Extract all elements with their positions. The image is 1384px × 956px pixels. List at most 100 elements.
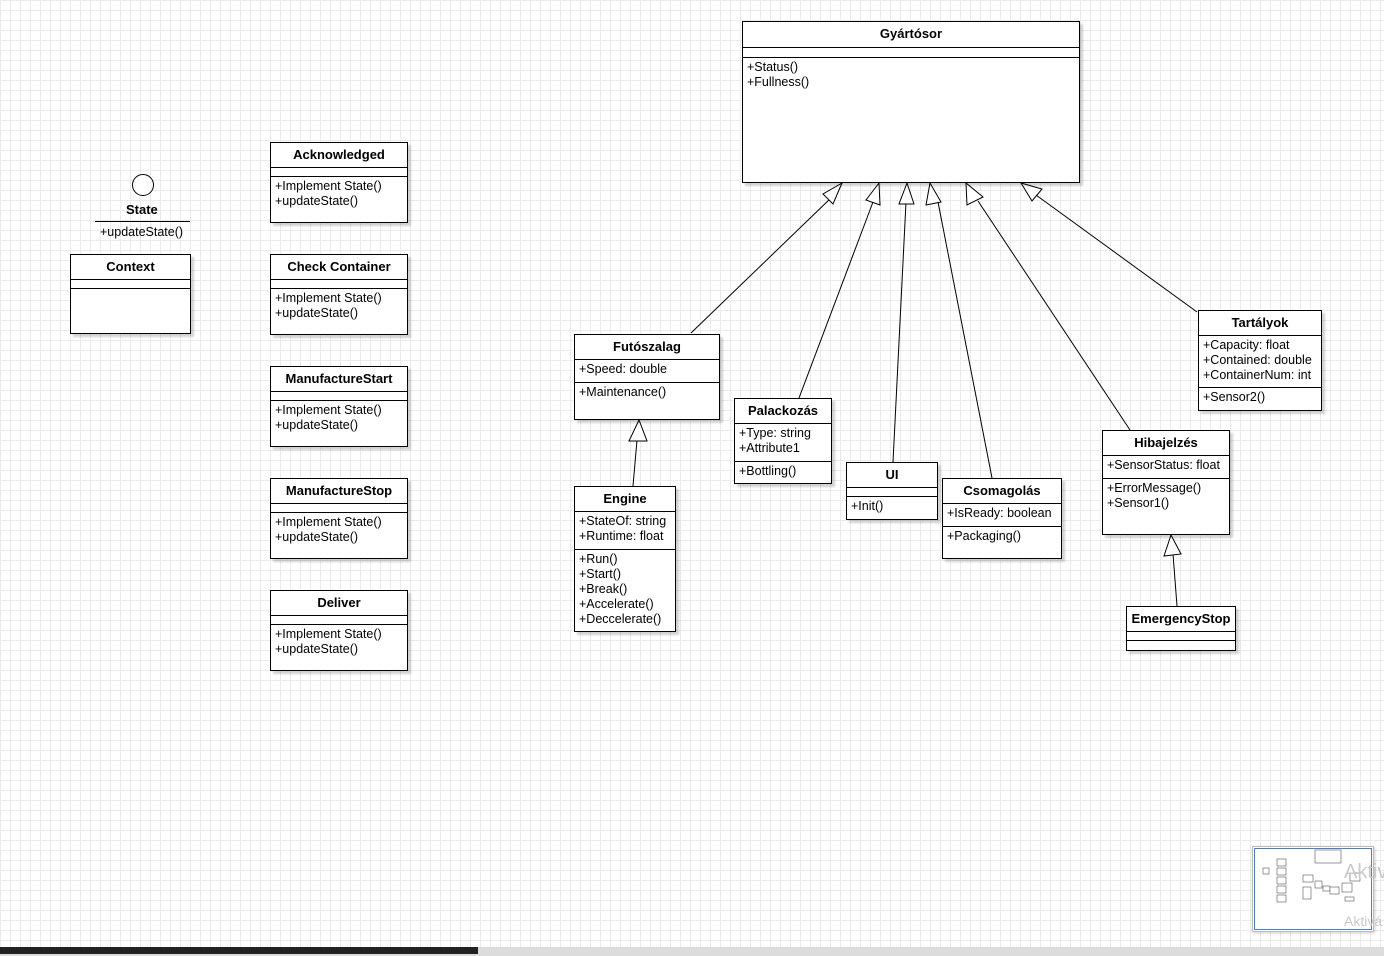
class-manufacture-start[interactable]: ManufactureStart +Implement State() +upd… (270, 366, 408, 447)
operation: +updateState() (275, 194, 359, 208)
inheritance-arrowhead-icon (898, 181, 915, 205)
attributes-compartment (271, 616, 407, 625)
attributes-compartment: +SensorStatus: float (1103, 456, 1229, 479)
operation: +Implement State() (275, 291, 382, 305)
operations-compartment: +Implement State() +updateState() (271, 513, 407, 547)
operation: +Run() (579, 552, 618, 566)
state-interface-operation: +updateState() (100, 225, 184, 239)
class-futoszalag[interactable]: Futószalag +Speed: double +Maintenance() (574, 334, 720, 420)
operation: +updateState() (275, 530, 359, 544)
operation: +Implement State() (275, 179, 382, 193)
inheritance-line-futoszalag[interactable] (690, 196, 833, 334)
operation: +ErrorMessage() (1107, 481, 1202, 495)
operation: +Init() (851, 499, 884, 513)
state-interface-name: State (126, 202, 158, 217)
class-engine[interactable]: Engine +StateOf: string +Runtime: float … (574, 486, 676, 632)
operation: +Packaging() (947, 529, 1021, 543)
activation-watermark-line1: Aktiv (1344, 861, 1384, 883)
operations-compartment: +Status() +Fullness() (743, 58, 1079, 92)
class-name: UI (847, 463, 937, 488)
class-palackozas[interactable]: Palackozás +Type: string +Attribute1 +Bo… (734, 398, 832, 484)
operations-compartment: +ErrorMessage() +Sensor1() (1103, 479, 1229, 513)
attribute: +Contained: double (1203, 353, 1312, 367)
operation: +Accelerate() (579, 597, 654, 611)
operations-compartment (1127, 641, 1235, 650)
inheritance-line-palackozas[interactable] (798, 201, 874, 399)
outline-minimap[interactable] (1252, 846, 1374, 932)
attributes-compartment (271, 280, 407, 289)
class-gyartosor[interactable]: Gyártósor +Status() +Fullness() (742, 21, 1080, 183)
attributes-compartment (71, 280, 190, 289)
operations-compartment: +Bottling() (735, 462, 831, 481)
class-name: Palackozás (735, 399, 831, 424)
inheritance-arrowhead-icon (628, 418, 648, 442)
class-name: Acknowledged (271, 143, 407, 168)
operation: +Sensor1() (1107, 496, 1170, 510)
inheritance-arrowhead-icon (925, 181, 942, 206)
class-name: Check Container (271, 255, 407, 280)
attribute: +Type: string (739, 426, 811, 440)
class-csomagolas[interactable]: Csomagolás +IsReady: boolean +Packaging(… (942, 478, 1062, 559)
class-manufacture-stop[interactable]: ManufactureStop +Implement State() +upda… (270, 478, 408, 559)
inheritance-line-ui[interactable] (892, 201, 907, 463)
class-acknowledged[interactable]: Acknowledged +Implement State() +updateS… (270, 142, 408, 223)
inheritance-arrowhead-icon (965, 181, 984, 206)
operations-compartment: +Init() (847, 497, 937, 516)
class-hibajelzes[interactable]: Hibajelzés +SensorStatus: float +ErrorMe… (1102, 430, 1230, 535)
class-context[interactable]: Context (70, 254, 191, 334)
class-name: Hibajelzés (1103, 431, 1229, 456)
operation: +Maintenance() (579, 385, 667, 399)
attribute: +SensorStatus: float (1107, 458, 1220, 472)
class-name: ManufactureStart (271, 367, 407, 392)
operation: +updateState() (275, 306, 359, 320)
operation: +Implement State() (275, 403, 382, 417)
inheritance-line-hibajelzes[interactable] (977, 200, 1131, 431)
attribute: +Speed: double (579, 362, 667, 376)
minimap-preview (1262, 849, 1361, 903)
operation: +Sensor2() (1203, 390, 1266, 404)
class-tartalyok[interactable]: Tartályok +Capacity: float +Contained: d… (1198, 310, 1322, 411)
operations-compartment: +Implement State() +updateState() (271, 289, 407, 323)
class-ui[interactable]: UI +Init() (846, 462, 938, 520)
horizontal-scrollbar-thumb[interactable] (0, 947, 478, 954)
operations-compartment: +Sensor2() (1199, 388, 1321, 407)
inheritance-line-emergency-stop[interactable] (1172, 553, 1178, 607)
operation: +Implement State() (275, 515, 382, 529)
minimap-viewport[interactable] (1254, 848, 1372, 930)
attributes-compartment (271, 168, 407, 177)
class-name: Futószalag (575, 335, 719, 360)
class-check-container[interactable]: Check Container +Implement State() +upda… (270, 254, 408, 335)
attributes-compartment (847, 488, 937, 497)
class-name: EmergencyStop (1127, 607, 1235, 632)
operation: +Start() (579, 567, 622, 581)
horizontal-scrollbar-track[interactable] (0, 947, 1384, 956)
class-name: Deliver (271, 591, 407, 616)
class-name: Gyártósor (743, 22, 1079, 48)
class-name: Engine (575, 487, 675, 512)
inheritance-arrowhead-icon (822, 181, 844, 205)
operations-compartment: +Implement State() +updateState() (271, 625, 407, 659)
class-deliver[interactable]: Deliver +Implement State() +updateState(… (270, 590, 408, 671)
class-name: Csomagolás (943, 479, 1061, 504)
attributes-compartment (271, 504, 407, 513)
inheritance-line-csomagolas[interactable] (937, 201, 993, 479)
attributes-compartment (743, 48, 1079, 58)
operations-compartment: +Implement State() +updateState() (271, 401, 407, 435)
operation: +Status() (747, 60, 799, 74)
class-name: ManufactureStop (271, 479, 407, 504)
attribute: +ContainerNum: int (1203, 368, 1312, 382)
state-interface-divider (95, 221, 190, 222)
attributes-compartment: +StateOf: string +Runtime: float (575, 512, 675, 550)
attributes-compartment (1127, 632, 1235, 641)
attributes-compartment: +Capacity: float +Contained: double +Con… (1199, 336, 1321, 388)
operations-compartment: +Maintenance() (575, 383, 719, 402)
operations-compartment: +Implement State() +updateState() (271, 177, 407, 211)
state-interface-icon[interactable] (132, 174, 154, 196)
operation: +Break() (579, 582, 628, 596)
attributes-compartment: +Type: string +Attribute1 (735, 424, 831, 462)
inheritance-line-tartalyok[interactable] (1035, 194, 1198, 313)
attributes-compartment: +IsReady: boolean (943, 504, 1061, 527)
inheritance-line-engine[interactable] (632, 439, 638, 487)
class-emergency-stop[interactable]: EmergencyStop (1126, 606, 1236, 651)
class-name: Tartályok (1199, 311, 1321, 336)
